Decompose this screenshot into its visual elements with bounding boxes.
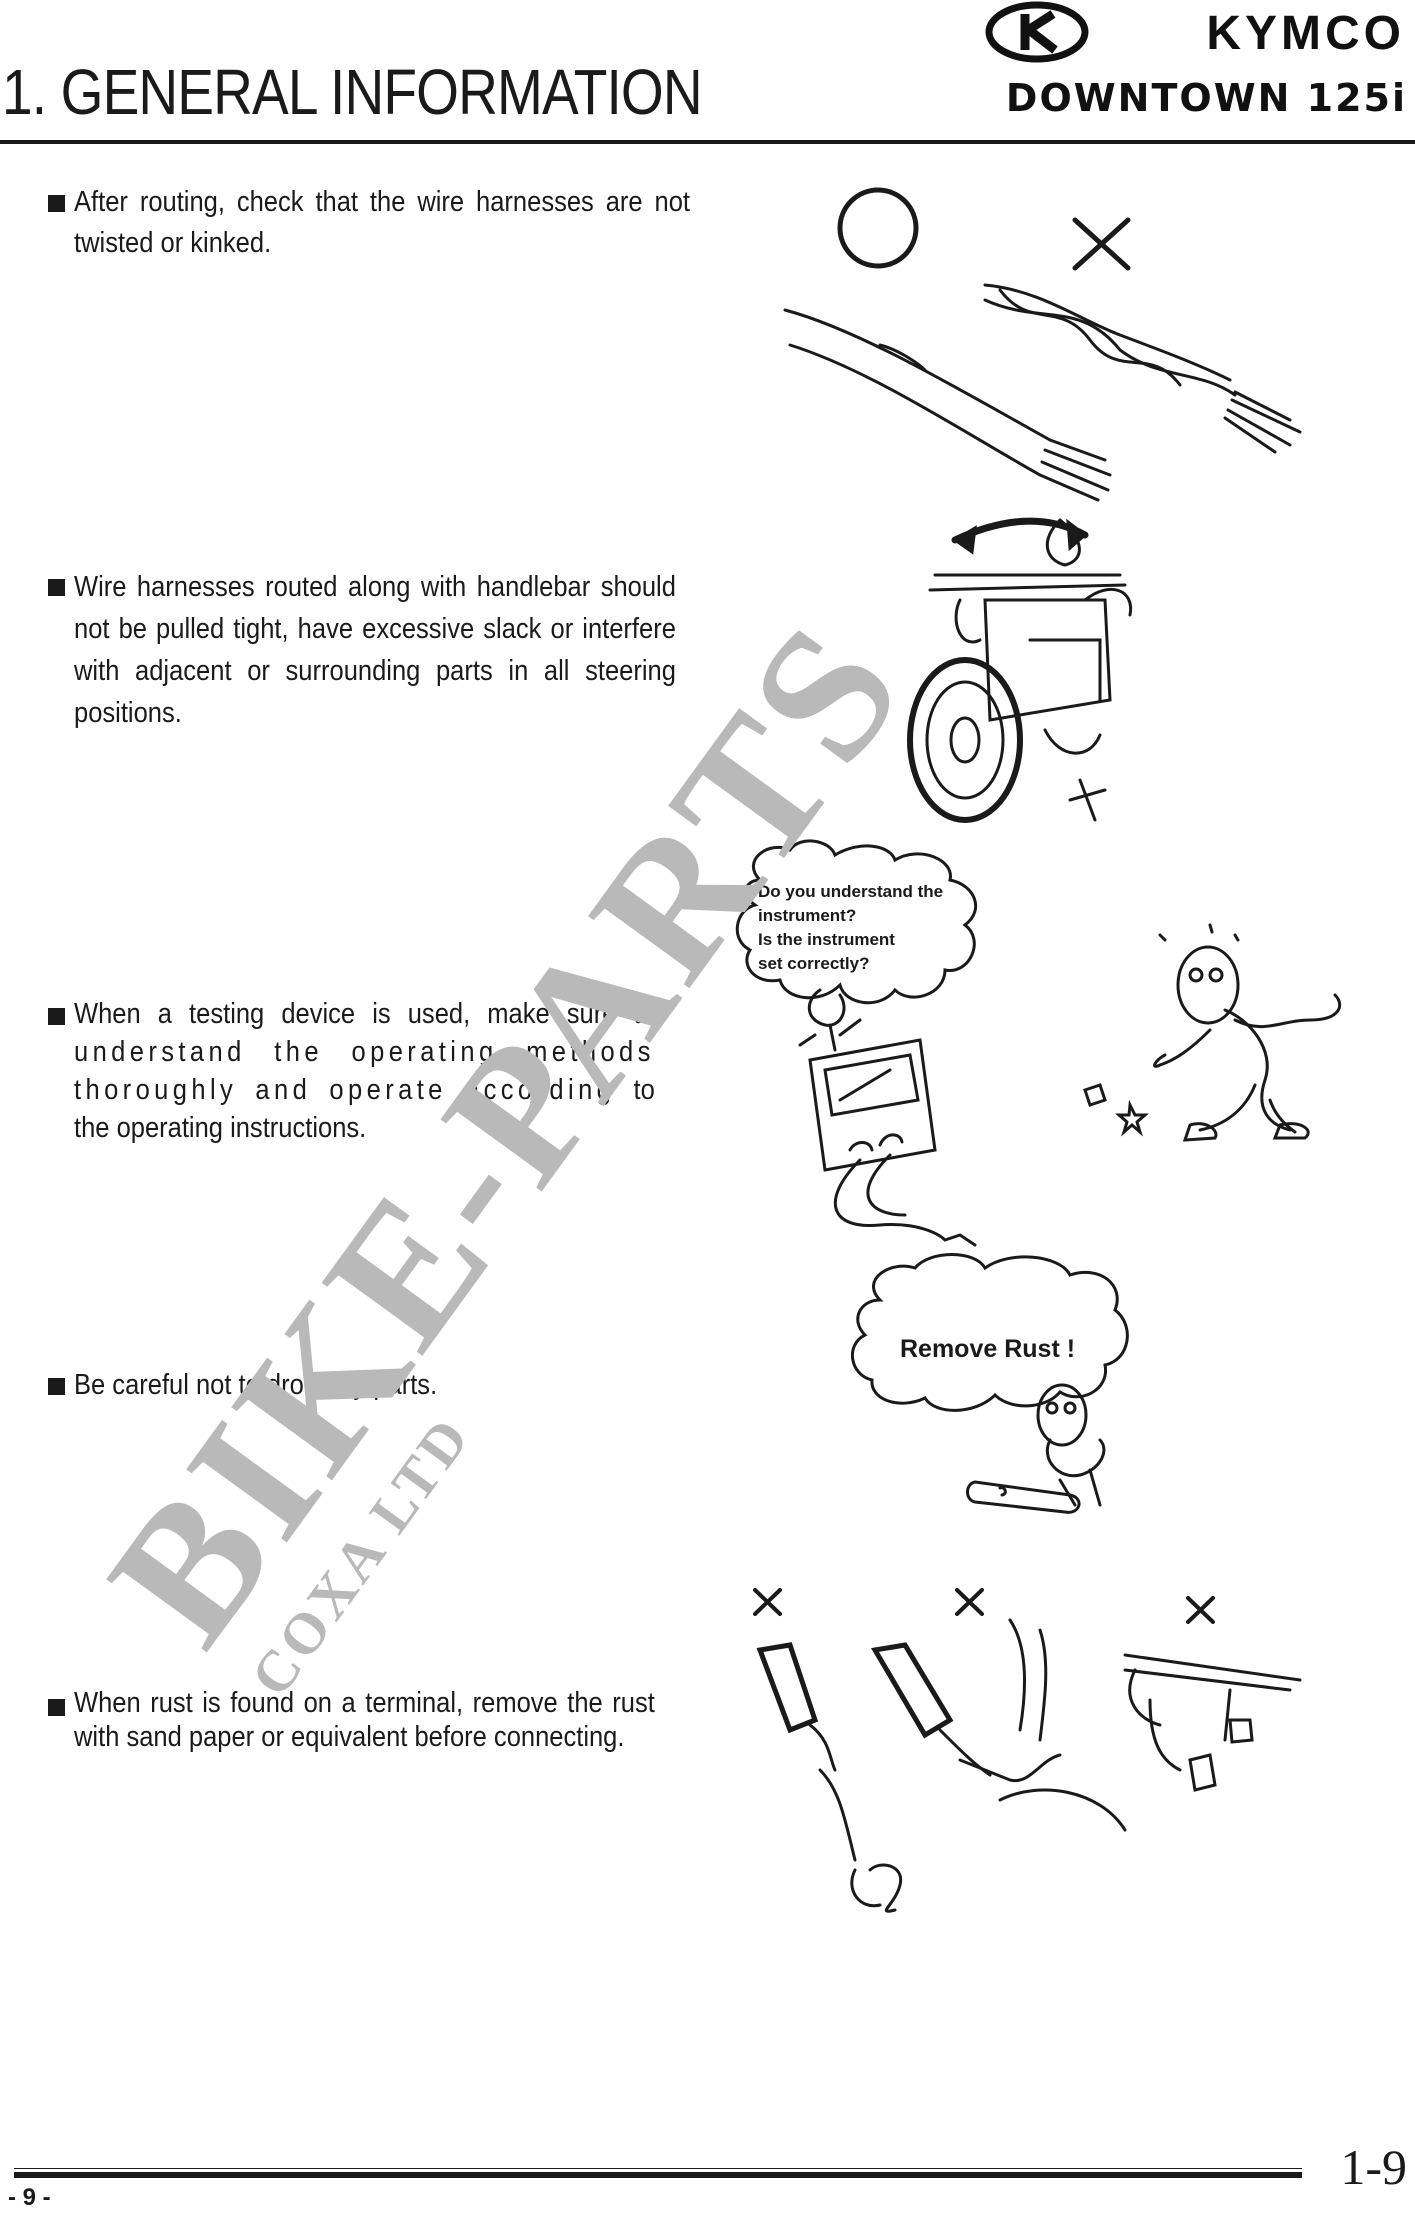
bullet-remove-rust: When rust is found on a terminal, remove… (48, 1686, 655, 1754)
bullet-handlebar-routing: Wire harnesses routed along with handleb… (48, 566, 676, 734)
bubble-line: Is the instrument (758, 930, 895, 949)
model-name: DOWNTOWN 125i (1005, 76, 1407, 120)
bullet-square-icon (48, 1008, 65, 1025)
footer-rule-thin (14, 2168, 1302, 2169)
straight-harness-illustration (783, 308, 1112, 502)
instrument-bubble-text: Do you understand the instrument? Is the… (758, 880, 998, 976)
bubble-line: Do you understand the (758, 882, 944, 901)
page-code: 1-9 (1340, 2139, 1407, 2195)
character-dropping-part-illustration (1083, 923, 1342, 1142)
bullet-text-line-1: When a testing device is used, make sure… (74, 998, 655, 1030)
motorcycle-steering-illustration (907, 517, 1133, 823)
brand-block: KYMCO DOWNTOWN 125i (985, 0, 1415, 140)
bullet-text: Wire harnesses routed along with handleb… (74, 571, 676, 729)
kymco-logo-icon (985, 1, 1089, 63)
rust-character-illustration (966, 1383, 1106, 1514)
page-number: - 9 - (8, 2184, 51, 2211)
multimeter-illustration (798, 988, 977, 1247)
bullet-text-line-3: to the operating instructions. (74, 1074, 655, 1144)
brand-name: KYMCO (1206, 7, 1405, 60)
page-title: 1. GENERAL INFORMATION (2, 56, 703, 128)
bullet-square-icon (48, 1378, 65, 1395)
bullet-text: When rust is found on a terminal, remove… (74, 1687, 655, 1753)
cross-incorrect-icon (1072, 217, 1131, 271)
bullet-square-icon (48, 1699, 65, 1716)
bullet-text-line-2: understand the operating methods thoroug… (74, 1036, 655, 1106)
terminal-case-2 (871, 1618, 1127, 1832)
bubble-line: instrument? (758, 906, 857, 925)
bullet-text: When a testing device is used, make sure… (74, 995, 655, 1147)
bullet-text: Be careful not to drop any parts. (74, 1369, 438, 1401)
bullet-drop-parts: Be careful not to drop any parts. (48, 1365, 648, 1406)
rust-thought-bubble (850, 1253, 1129, 1412)
bullet-wire-twist: After routing, check that the wire harne… (48, 182, 690, 264)
bullet-testing-device: When a testing device is used, make sure… (48, 995, 655, 1147)
bubble-line: set correctly? (758, 954, 870, 973)
footer-rule (14, 2172, 1302, 2178)
bullet-square-icon (48, 579, 65, 596)
incorrect-terminal-illustrations (753, 1588, 1215, 1624)
bullet-square-icon (48, 195, 65, 212)
twisted-harness-illustration (983, 283, 1302, 454)
circle-correct-icon (837, 187, 919, 269)
rust-bubble-text: Remove Rust ! (900, 1335, 1076, 1363)
header-rule (0, 140, 1415, 144)
terminal-case-1 (756, 1642, 903, 1913)
bullet-text: After routing, check that the wire harne… (74, 186, 690, 259)
terminal-case-3 (1123, 1653, 1302, 1792)
instrument-thought-bubble (735, 839, 978, 1005)
